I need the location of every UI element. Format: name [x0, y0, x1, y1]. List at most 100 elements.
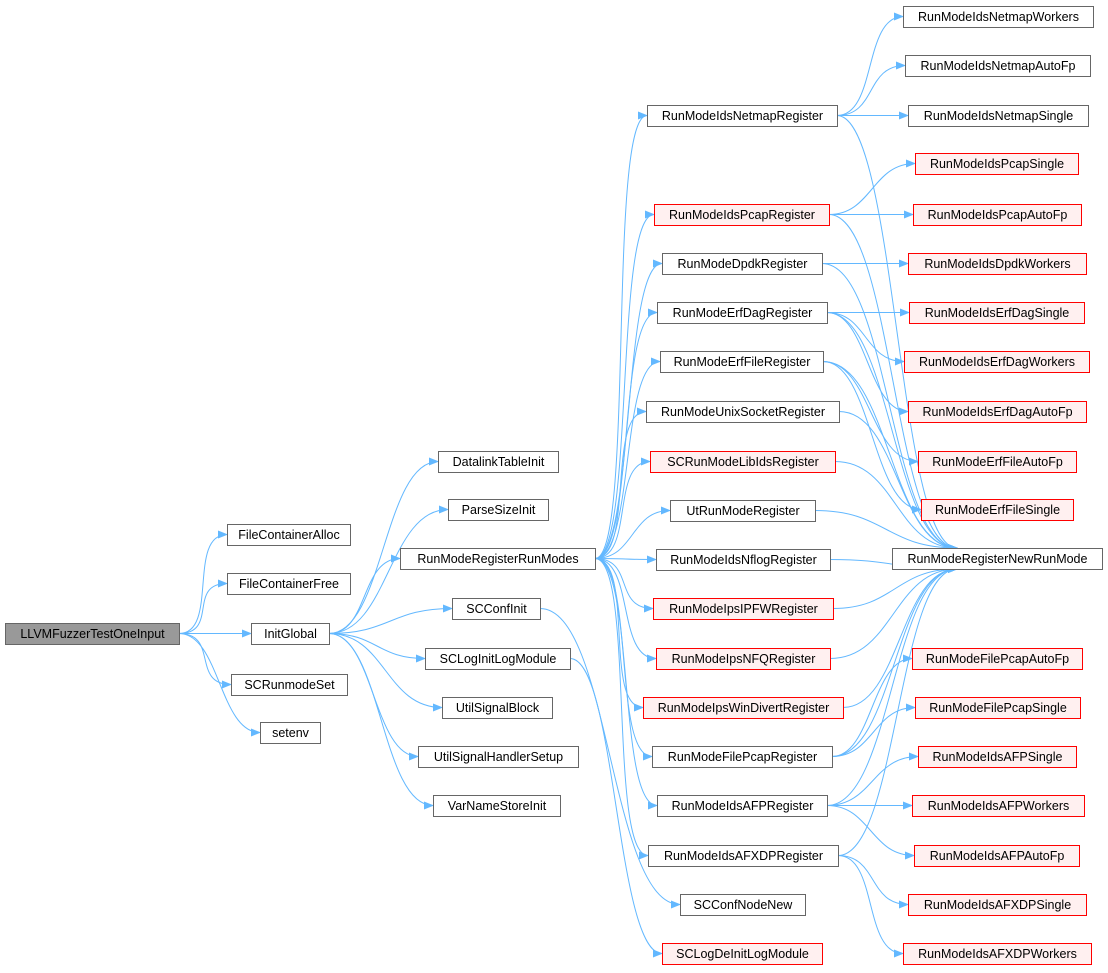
node-filepcapautofp[interactable]: RunModeFilePcapAutoFp: [912, 648, 1083, 670]
node-label: RunModeIdsErfDagSingle: [925, 306, 1070, 320]
node-rmregister[interactable]: RunModeRegisterRunModes: [400, 548, 596, 570]
node-afxdpsingle[interactable]: RunModeIdsAFXDPSingle: [908, 894, 1087, 916]
node-sclog[interactable]: SCLogInitLogModule: [425, 648, 571, 670]
node-label: RunModeIdsAFXDPRegister: [664, 849, 823, 863]
node-box: [654, 204, 830, 226]
call-edge-initglobal-to-utilsigblock: [328, 633, 443, 712]
node-box: [915, 153, 1079, 175]
node-nflogreg[interactable]: RunModeIdsNflogRegister: [656, 549, 831, 571]
node-erffilesingle[interactable]: RunModeErfFileSingle: [921, 499, 1074, 521]
node-box: [670, 500, 816, 522]
call-edge-erffilereg-to-erffilesingle: [822, 361, 922, 514]
node-box: [448, 499, 549, 521]
call-edge-pcapreg-to-pcapsingle: [828, 159, 916, 215]
node-utrmreg[interactable]: UtRunModeRegister: [670, 500, 816, 522]
node-filepcapsingle[interactable]: RunModeFilePcapSingle: [915, 697, 1081, 719]
node-pcapsingle[interactable]: RunModeIdsPcapSingle: [915, 153, 1079, 175]
node-label: LLVMFuzzerTestOneInput: [20, 627, 165, 641]
call-edge-filepcapreg-to-filepcapsingle: [831, 703, 916, 757]
node-utilsighandler[interactable]: UtilSignalHandlerSetup: [418, 746, 579, 768]
node-erfdagreg[interactable]: RunModeErfDagRegister: [657, 302, 828, 324]
node-box: [442, 697, 553, 719]
call-edge-erfdagreg-to-newrunmode: [826, 312, 958, 552]
node-afpautofp[interactable]: RunModeIdsAFPAutoFp: [914, 845, 1080, 867]
node-box: [647, 105, 838, 127]
node-filepcapreg[interactable]: RunModeFilePcapRegister: [652, 746, 833, 768]
node-label: FileContainerAlloc: [238, 528, 339, 542]
node-unixreg[interactable]: RunModeUnixSocketRegister: [646, 401, 840, 423]
node-erffilereg[interactable]: RunModeErfFileRegister: [660, 351, 824, 373]
node-screnset[interactable]: SCRunmodeSet: [231, 674, 348, 696]
node-label: UtRunModeRegister: [686, 504, 799, 518]
node-erffileautofp[interactable]: RunModeErfFileAutoFp: [918, 451, 1077, 473]
node-box: [909, 302, 1085, 324]
node-utilsigblock[interactable]: UtilSignalBlock: [442, 697, 553, 719]
call-edge-rmregister-to-pcapreg: [594, 210, 655, 559]
node-parsesize[interactable]: ParseSizeInit: [448, 499, 549, 521]
node-erfdagautofp[interactable]: RunModeIdsErfDagAutoFp: [908, 401, 1087, 423]
call-edge-afxdpreg-to-newrunmode: [837, 565, 958, 856]
node-label: RunModeIpsNFQRegister: [672, 652, 816, 666]
node-box: [921, 499, 1074, 521]
node-afxdpworkers[interactable]: RunModeIdsAFXDPWorkers: [903, 943, 1092, 965]
node-initglobal[interactable]: InitGlobal: [251, 623, 330, 645]
node-afxdpreg[interactable]: RunModeIdsAFXDPRegister: [648, 845, 839, 867]
node-scconfinit[interactable]: SCConfInit: [452, 598, 541, 620]
node-box: [908, 401, 1087, 423]
node-llvm[interactable]: LLVMFuzzerTestOneInput: [5, 623, 180, 645]
node-netmapsingle[interactable]: RunModeIdsNetmapSingle: [908, 105, 1089, 127]
node-dpdkreg[interactable]: RunModeDpdkRegister: [662, 253, 823, 275]
node-pcapreg[interactable]: RunModeIdsPcapRegister: [654, 204, 830, 226]
node-label: RunModeRegisterRunModes: [417, 552, 578, 566]
node-box: [425, 648, 571, 670]
node-box: [904, 351, 1090, 373]
node-windivreg[interactable]: RunModeIpsWinDivertRegister: [643, 697, 844, 719]
node-box: [400, 548, 596, 570]
node-label: RunModeErfDagRegister: [673, 306, 813, 320]
node-box: [913, 204, 1082, 226]
node-newrunmode[interactable]: RunModeRegisterNewRunMode: [892, 548, 1103, 570]
call-edge-afpreg-to-afpautofp: [826, 805, 915, 860]
node-box: [260, 722, 321, 744]
node-afpsingle[interactable]: RunModeIdsAFPSingle: [918, 746, 1077, 768]
node-fcfree[interactable]: FileContainerFree: [227, 573, 351, 595]
node-sclogdeinit[interactable]: SCLogDeInitLogModule: [662, 943, 823, 965]
node-label: DatalinkTableInit: [453, 455, 545, 469]
node-setenv[interactable]: setenv: [260, 722, 321, 744]
node-box: [433, 795, 561, 817]
call-edge-rmregister-to-nfqreg: [594, 558, 657, 663]
node-label: RunModeIdsPcapAutoFp: [928, 208, 1068, 222]
node-netmapautofp[interactable]: RunModeIdsNetmapAutoFp: [905, 55, 1091, 77]
node-box: [908, 253, 1087, 275]
node-nfqreg[interactable]: RunModeIpsNFQRegister: [656, 648, 831, 670]
node-box: [908, 894, 1087, 916]
call-edge-libidsreg-to-newrunmode: [834, 461, 958, 552]
node-box: [418, 746, 579, 768]
node-varname[interactable]: VarNameStoreInit: [433, 795, 561, 817]
node-box: [452, 598, 541, 620]
node-netmapreg[interactable]: RunModeIdsNetmapRegister: [647, 105, 838, 127]
node-afpworkers[interactable]: RunModeIdsAFPWorkers: [912, 795, 1085, 817]
node-ipfwreg[interactable]: RunModeIpsIPFWRegister: [653, 598, 834, 620]
node-label: RunModeRegisterNewRunMode: [908, 552, 1088, 566]
call-edge-afpreg-to-afpsingle: [826, 752, 919, 806]
node-label: RunModeIdsPcapSingle: [930, 157, 1064, 171]
call-edge-afxdpreg-to-afxdpworkers: [837, 855, 904, 958]
call-edge-sclog-to-sclogdeinit: [569, 658, 663, 958]
node-dpdkworkers[interactable]: RunModeIdsDpdkWorkers: [908, 253, 1087, 275]
node-label: RunModeIdsAFPSingle: [933, 750, 1063, 764]
node-netmapworkers[interactable]: RunModeIdsNetmapWorkers: [903, 6, 1094, 28]
call-edge-rmregister-to-libidsreg: [594, 457, 651, 559]
call-edge-rmregister-to-netmapreg: [594, 111, 648, 559]
node-libidsreg[interactable]: SCRunModeLibIdsRegister: [650, 451, 836, 473]
call-edge-netmapreg-to-netmapworkers: [836, 12, 904, 116]
node-pcapautofp[interactable]: RunModeIdsPcapAutoFp: [913, 204, 1082, 226]
node-label: RunModeFilePcapAutoFp: [926, 652, 1069, 666]
node-erfdagsingle[interactable]: RunModeIdsErfDagSingle: [909, 302, 1085, 324]
node-afpreg[interactable]: RunModeIdsAFPRegister: [657, 795, 828, 817]
node-erfdagworkers[interactable]: RunModeIdsErfDagWorkers: [904, 351, 1090, 373]
node-datalink[interactable]: DatalinkTableInit: [438, 451, 559, 473]
node-scconfnodenew[interactable]: SCConfNodeNew: [680, 894, 806, 916]
node-fcalloc[interactable]: FileContainerAlloc: [227, 524, 351, 546]
node-box: [653, 598, 834, 620]
